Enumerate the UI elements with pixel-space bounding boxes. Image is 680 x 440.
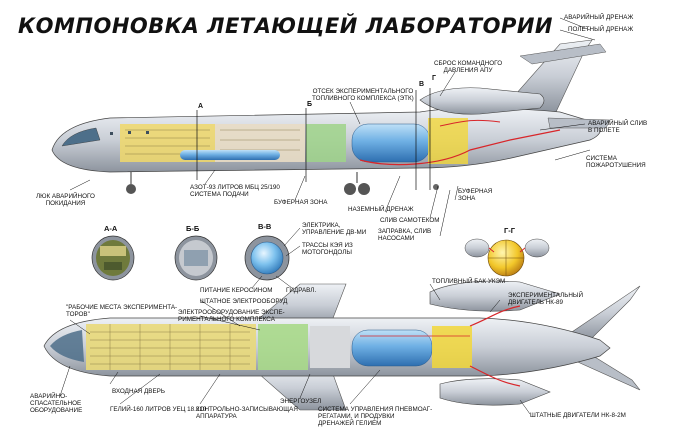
label-gidravl: ГИДРАВЛ. — [286, 287, 317, 294]
label-energouzel: ЭНЕРГОУЗЕЛ — [280, 398, 322, 405]
label-elektrooborud: ЭЛЕКТРООБОРУДОВАНИЕ ЭКСПЕ- РИМЕНТАЛЬНОГО… — [178, 309, 285, 323]
label-kontrolno: КОНТРОЛЬНО-ЗАПИСЫВАЮЩАЯ АППАРАТУРА — [196, 406, 298, 420]
section-g-g — [464, 238, 550, 277]
label-otsek: ОТСЕК ЭКСПЕРИМЕНТАЛЬНОГО ТОПЛИВНОГО КОМП… — [312, 88, 414, 102]
label-avar-spas: АВАРИЙНО- СПАСАТЕЛЬНОЕ ОБОРУДОВАНИЕ — [30, 393, 83, 414]
section-b-b — [174, 235, 218, 281]
label-zapravka: ЗАПРАВКА, СЛИВ НАСОСАМИ — [378, 228, 432, 242]
label-bufer-2: БУФЕРНАЯ ЗОНА — [458, 188, 493, 202]
label-sistema-pozh: СИСТЕМА ПОЖАРОТУШЕНИЯ — [586, 155, 646, 169]
top-aircraft — [51, 39, 611, 195]
section-label-a-a: А-А — [104, 224, 118, 233]
section-mark-g: Г — [432, 75, 436, 82]
label-shtatnye-dv: ШТАТНЫЕ ДВИГАТЕЛИ НК-8-2М — [530, 412, 626, 419]
section-mark-v: В — [419, 81, 424, 88]
bottom-aircraft — [43, 280, 641, 411]
bottom-engine-upper — [429, 280, 561, 312]
label-avar-drenazh: АВАРИЙНЫЙ ДРЕНАЖ — [564, 14, 634, 21]
bottom-engine-lower — [439, 378, 551, 406]
section-label-v-v: В-В — [258, 222, 272, 231]
section-label-g-g: Г-Г — [504, 226, 516, 235]
label-lyuk: ЛЮК АВАРИЙНОГО ПОКИДАНИЯ — [36, 193, 95, 207]
section-a-a — [91, 235, 135, 281]
label-polet-drenazh: ПОЛЕТНЫЙ ДРЕНАЖ — [568, 26, 634, 33]
label-avar-sliv: АВАРИЙНЫЙ СЛИВ В ПОЛЕТЕ — [588, 120, 648, 134]
section-mark-a: А — [198, 103, 203, 110]
section-label-b-b: Б-Б — [186, 224, 200, 233]
label-pitanie: ПИТАНИЕ КЕРОСИНОМ — [200, 287, 273, 294]
label-sistema-upr: СИСТЕМА УПРАВЛЕНИЯ ПНЕВМОАГ- РЕГАТАМИ, И… — [318, 406, 433, 427]
label-toplivny-bak: ТОПЛИВНЫЙ БАК УКЭМ — [432, 278, 506, 285]
label-nazem: НАЗЕМНЫЙ ДРЕНАЖ — [348, 206, 414, 213]
top-engine-nacelle — [419, 87, 545, 115]
label-bufer-1: БУФЕРНАЯ ЗОНА — [274, 199, 328, 206]
label-azot: АЗОТ-93 литров МБЦ 25/190 СИСТЕМА ПОДАЧИ — [190, 184, 280, 198]
label-sbros: СБРОС КОМАНДНОГО ДАВЛЕНИЯ АПУ — [434, 60, 503, 74]
label-sliv-samotekom: СЛИВ САМОТЕКОМ — [380, 217, 440, 224]
section-mark-b: Б — [307, 101, 312, 108]
label-trassy: ТРАССЫ КЭЯ ИЗ МОТОГОНДОЛЫ — [302, 242, 353, 256]
label-vhodnaya: ВХОДНАЯ ДВЕРЬ — [112, 388, 165, 395]
label-eksp-dvigatel: ЭКСПЕРИМЕНТАЛЬНЫЙ ДВИГАТЕЛЬ НК-89 — [508, 292, 584, 306]
section-v-v — [244, 235, 290, 281]
label-shtatnoe-el: ШТАТНОЕ ЭЛЕКТРООБОРУД — [200, 298, 288, 305]
diagram-title: КОМПОНОВКА ЛЕТАЮЩЕЙ ЛАБОРАТОРИИ — [18, 14, 554, 38]
label-rabochie: "РАБОЧИЕ МЕСТА ЭКСПЕРИМЕНТА- ТОРОВ" — [66, 304, 178, 318]
label-elektrika: ЭЛЕКТРИКА, УПРАВЛЕНИЕ ДВ-ми — [302, 222, 367, 236]
label-geliy: ГЕЛИЙ-160 литров УЕЦ 18.210 — [110, 406, 207, 413]
